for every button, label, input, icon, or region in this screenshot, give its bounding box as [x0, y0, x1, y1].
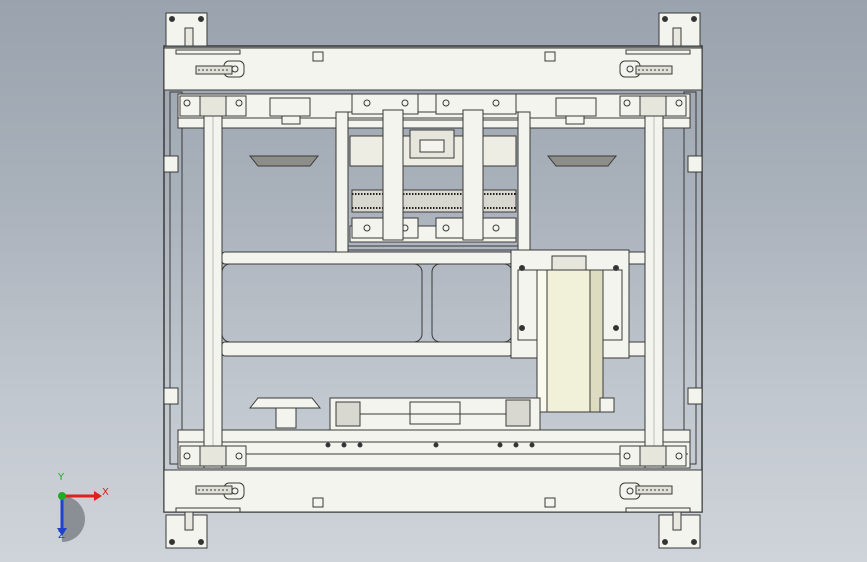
top-rail: [177, 93, 691, 129]
frame-inner-right: [683, 91, 697, 465]
gearbox-upright-left: [335, 111, 349, 253]
gearbox-center-block: [409, 129, 455, 159]
corner-bracket-bottom-right: [658, 511, 701, 549]
triad-x-label: X: [102, 487, 109, 498]
gearbox-shaft-right: [462, 109, 484, 241]
support-foot-top-left: [248, 155, 320, 167]
bearing-bottom-right: [619, 445, 687, 467]
bottom-rail-bolts: [325, 442, 535, 448]
bottom-rail: [177, 429, 691, 469]
side-tab-left-lower: [163, 387, 179, 405]
lower-drive-assembly: [329, 397, 541, 431]
sprocket-top-right: [635, 65, 673, 75]
sprocket-bottom-right: [635, 485, 673, 495]
support-foot-bottom-left: [248, 397, 322, 409]
triad-shadow-icon: [62, 496, 85, 542]
support-foot-bottom-left-stem: [275, 407, 297, 429]
y-axis-dot-icon: [58, 492, 66, 500]
gearbox-bearings-top: [351, 93, 517, 115]
side-tab-right-lower: [687, 387, 703, 405]
triad-z-label: Z: [58, 530, 65, 541]
gear-train: [351, 189, 517, 213]
gearbox-upright-right: [517, 111, 531, 253]
shaft-right: [644, 95, 664, 469]
corner-bracket-top-right: [658, 12, 701, 47]
shaft-left: [203, 95, 223, 469]
top-cross-beam: [163, 47, 703, 91]
bearing-bottom-left: [179, 445, 247, 467]
gearbox-shaft-left: [382, 109, 404, 241]
corner-bracket-bottom-left: [165, 511, 208, 549]
bearing-top-left: [179, 95, 247, 117]
bearing-top-right: [619, 95, 687, 117]
side-tab-right-upper: [687, 155, 703, 173]
side-tab-left-upper: [163, 155, 179, 173]
frame-inner-left: [169, 91, 183, 465]
sprocket-bottom-left: [195, 485, 233, 495]
lower-bracket-right: [599, 397, 615, 413]
motor-cylinder: [536, 269, 604, 413]
coordinate-triad: X Y Z: [50, 472, 110, 544]
triad-y-label: Y: [58, 472, 65, 483]
corner-bracket-top-left: [165, 12, 208, 47]
sprocket-top-left: [195, 65, 233, 75]
support-foot-top-right: [546, 155, 618, 167]
bottom-cross-beam: [163, 469, 703, 513]
